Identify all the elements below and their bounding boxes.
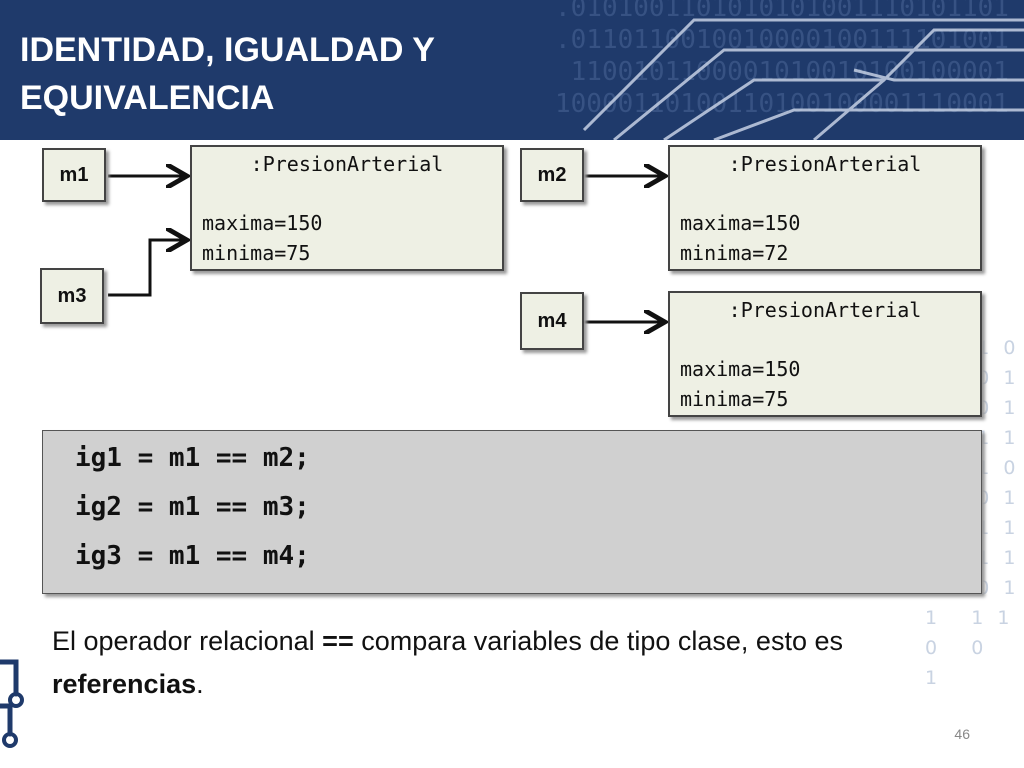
code-line-3: ig3 = m1 == m4; (75, 541, 310, 571)
slide-title: IDENTIDAD, IGUALDAD Y EQUIVALENCIA (20, 26, 435, 122)
arrow-m3 (108, 240, 184, 297)
object-attribute: minima=75 (680, 387, 789, 411)
variable-m3: m3 (40, 268, 104, 324)
object-attribute: minima=75 (202, 241, 311, 265)
description-text: El operador relacional == compara variab… (52, 626, 843, 699)
title-line-1: IDENTIDAD, IGUALDAD Y (20, 31, 435, 69)
object-box-1: :PresionArterial maxima=150 minima=75 (190, 145, 504, 271)
page-number: 46 (954, 726, 970, 742)
object-attribute: maxima=150 (680, 357, 801, 381)
object-box-2: :PresionArterial maxima=150 minima=72 (668, 145, 982, 271)
object-attribute: maxima=150 (202, 211, 323, 235)
variable-m1: m1 (42, 148, 106, 202)
circuit-lines-decoration (582, 18, 1024, 140)
operator-highlight: == (322, 626, 354, 656)
keyword-referencias: referencias (52, 669, 197, 699)
header-banner: .0101001101010101001110101101 .011011001… (0, 0, 1024, 140)
object-class-name: :PresionArterial (728, 152, 922, 176)
object-attribute: maxima=150 (680, 211, 801, 235)
object-box-3: :PresionArterial maxima=150 minima=75 (668, 291, 982, 417)
circuit-logo-icon (0, 659, 24, 748)
object-class-name: :PresionArterial (250, 152, 444, 176)
variable-m4: m4 (520, 292, 584, 350)
code-line-1: ig1 = m1 == m2; (75, 443, 310, 473)
object-class-name: :PresionArterial (728, 298, 922, 322)
code-block: ig1 = m1 == m2; ig2 = m1 == m3; ig3 = m1… (42, 430, 982, 594)
code-line-2: ig2 = m1 == m3; (75, 492, 310, 522)
variable-m2: m2 (520, 148, 584, 202)
object-attribute: minima=72 (680, 241, 789, 265)
title-line-2: EQUIVALENCIA (20, 79, 275, 117)
